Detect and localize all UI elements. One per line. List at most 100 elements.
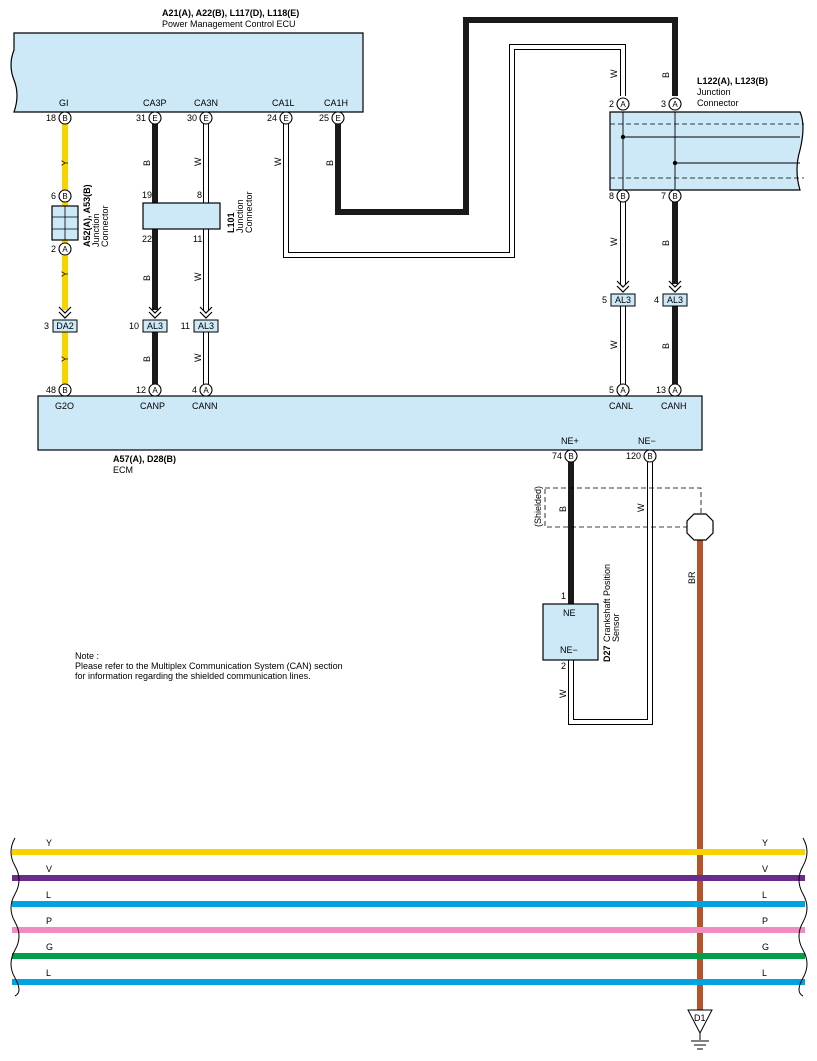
wire-letter-b: B xyxy=(661,240,671,246)
pin-circle xyxy=(58,189,72,203)
connector-pin: E30 xyxy=(187,111,213,125)
connector-pin: B74 xyxy=(552,449,578,463)
sensor-num-top: 1 xyxy=(561,591,566,601)
connector-pin: B 48 xyxy=(46,383,72,397)
connector-pin: A3 xyxy=(661,97,682,111)
jc-l101-id: L101 xyxy=(226,212,236,233)
pin-connector-letter: A xyxy=(62,245,68,254)
junction-connector-l101: L101 Junction Connector 19 22 8 11 xyxy=(142,190,254,244)
ecm-pin-ne-plus-name: NE+ xyxy=(561,436,579,446)
pin-connector-letter: B xyxy=(647,452,652,461)
ecm: A57(A), D28(B) ECM G2O CANP CANN CANL CA… xyxy=(37,395,703,475)
jc-l101-box xyxy=(142,202,221,230)
inline-connector-pin: 5 xyxy=(602,295,607,305)
sensor-pin-ne: NE xyxy=(563,608,576,618)
wire-ca1l-white xyxy=(283,44,626,258)
jc-a52-id: A52(A), A53(B) xyxy=(82,184,92,247)
pin-circle xyxy=(616,97,630,111)
pin-number: 5 xyxy=(609,385,614,395)
inline-connector-label: AL3 xyxy=(667,295,683,305)
pm-pin-ca1l-name: CA1L xyxy=(272,98,295,108)
shielded-label: (Shielded) xyxy=(533,486,543,527)
jc-a52-name1: Junction xyxy=(91,213,101,247)
sensor-name1: Crankshaft Position xyxy=(602,564,612,642)
wire-letter-br: BR xyxy=(687,571,697,584)
bus-wire-label-right: Y xyxy=(762,838,768,848)
pin-number: 31 xyxy=(136,113,146,123)
wire-letter-w: W xyxy=(609,237,619,246)
pin-circle xyxy=(668,189,682,203)
pm-pin-gi-name: GI xyxy=(59,98,69,108)
connector-pin: B7 xyxy=(661,189,682,203)
inline-connector-box xyxy=(610,293,636,307)
wire-letter-w: W xyxy=(636,503,646,512)
pin-circle xyxy=(668,383,682,397)
wire-letter-w: W xyxy=(609,340,619,349)
pin-circle xyxy=(58,111,72,125)
jc-l101-pin-11: 11 xyxy=(193,234,202,244)
shield-box xyxy=(544,487,702,528)
pin-circle xyxy=(199,383,213,397)
junction-connector-l122: L122(A), L123(B) Junction Connector xyxy=(609,76,804,191)
note-line1: Please refer to the Multiplex Communicat… xyxy=(75,661,343,671)
inline-connector-box xyxy=(662,293,688,307)
pm-pin-ca1h-name: CA1H xyxy=(324,98,348,108)
pin-circle xyxy=(58,383,72,397)
power-management-ecu: A21(A), A22(B), L117(D), L118(E) Power M… xyxy=(10,8,364,113)
pm-ecu-id: A21(A), A22(B), L117(D), L118(E) xyxy=(162,8,299,18)
bus-wire-label-right: L xyxy=(762,890,767,900)
ecm-pin-g2o-name: G2O xyxy=(55,401,74,411)
pm-ecu-name: Power Management Control ECU xyxy=(162,19,296,29)
inline-arrow-icon xyxy=(616,280,630,293)
pin-connector-letter: B xyxy=(672,192,677,201)
pin-number: 4 xyxy=(192,385,197,395)
inline-arrow-icon xyxy=(668,280,682,293)
bus-wire-label-left: V xyxy=(46,864,52,874)
jc-l122-box xyxy=(609,111,804,191)
wire-letter-b: B xyxy=(558,506,568,512)
pm-pin-ca3n-name: CA3N xyxy=(194,98,218,108)
inline-connector-box xyxy=(193,319,219,333)
pin-connector-letter: B xyxy=(62,386,67,395)
pin-number: 3 xyxy=(661,99,666,109)
wire-letter-y: Y xyxy=(60,160,70,166)
pin-circle xyxy=(616,383,630,397)
pin-number: 2 xyxy=(51,244,56,254)
ecm-name: ECM xyxy=(113,465,133,475)
connector-pin: B8 xyxy=(609,189,630,203)
pin-circle xyxy=(148,111,162,125)
shield: (Shielded) xyxy=(533,486,714,541)
pin-circle xyxy=(279,111,293,125)
bus-wire-5: G G xyxy=(12,942,805,959)
ecm-pin-cann-name: CANN xyxy=(192,401,218,411)
ground-triangle xyxy=(687,1009,713,1035)
pin-number: 48 xyxy=(46,385,56,395)
wire-letter-w: W xyxy=(558,689,568,698)
jc-l101-pin-19: 19 xyxy=(142,190,152,200)
wire-letter-b: B xyxy=(142,275,152,281)
jc-l122-name1: Junction xyxy=(697,87,731,97)
bus-wire-label-right: V xyxy=(762,864,768,874)
note: Note : Please refer to the Multiplex Com… xyxy=(75,651,343,681)
wire-letter-b: B xyxy=(661,72,671,78)
connector-pin: A2 xyxy=(51,242,72,256)
wire-letter-b: B xyxy=(142,160,152,166)
pin-number: 24 xyxy=(267,113,277,123)
pin-connector-letter: B xyxy=(568,452,573,461)
pin-connector-letter: B xyxy=(620,192,625,201)
pin-circle xyxy=(616,189,630,203)
bus-break-right xyxy=(798,837,808,997)
jc-l101-name1: Junction xyxy=(235,199,245,233)
bus-wire-label-left: L xyxy=(46,890,51,900)
pin-connector-letter: A xyxy=(672,100,678,109)
wire-letters: Y Y Y B B B W W W W B W B W B W B B W W … xyxy=(60,69,697,698)
inline-connector-label: DA2 xyxy=(56,321,74,331)
sensor-num-bot: 2 xyxy=(561,661,566,671)
jc-a52-name2: Connector xyxy=(100,205,110,247)
pin-connector-letter: E xyxy=(335,114,340,123)
sensor-pin-ne-minus: NE− xyxy=(560,645,578,655)
